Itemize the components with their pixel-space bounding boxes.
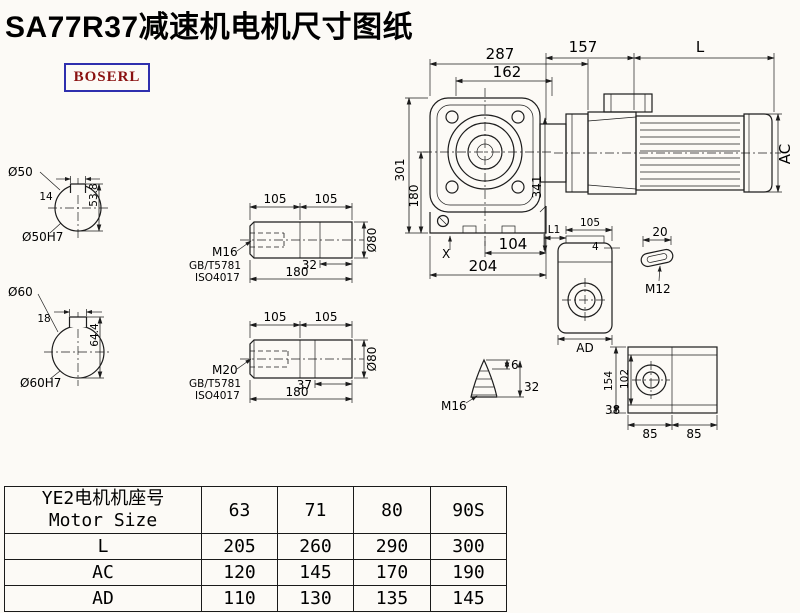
shaft1-length-label: 180 xyxy=(286,265,309,279)
header-size-80: 80 xyxy=(353,486,431,534)
value-AC-90s: 190 xyxy=(430,559,507,586)
shaft-section-50-view: 14 53.8 Ø50 Ø50H7 xyxy=(8,165,108,244)
side-4-label: 4 xyxy=(592,241,599,253)
mounting-foot-view: 154 102 38 85 85 xyxy=(603,346,718,441)
dim-53-8-label: 53.8 xyxy=(88,183,100,206)
table-row-AC: AC 120 145 170 190 xyxy=(4,559,507,586)
key-detail-view: 20 M12 xyxy=(640,225,674,296)
gearbox-side-view: L1 105 4 AD xyxy=(543,217,620,355)
shaft2-std2-label: ISO4017 xyxy=(195,390,240,402)
dim-341-label: 341 xyxy=(530,176,544,199)
shaft2-std1-label: GB/T5781 xyxy=(189,378,241,390)
shaft1-seg-a-label: 105 xyxy=(264,192,287,206)
value-L-90s: 300 xyxy=(430,533,507,560)
header-size-71: 71 xyxy=(277,486,354,534)
dim-287-label: 287 xyxy=(486,45,515,63)
row-label-L: L xyxy=(4,533,202,560)
dim-14-label: 14 xyxy=(39,191,53,203)
header-motor-size-en: Motor Size xyxy=(48,510,158,531)
header-motor-size-cn: YE2电机机座号 xyxy=(41,487,165,509)
shaft1-depth-label: 32 xyxy=(302,258,317,272)
key-m12-label: M12 xyxy=(645,282,671,296)
plug-32-label: 32 xyxy=(524,380,539,394)
plug-m16-label: M16 xyxy=(441,399,467,413)
shaft1-seg-b-label: 105 xyxy=(315,192,338,206)
shaft1-std2-label: ISO4017 xyxy=(195,272,240,284)
foot-85a-label: 85 xyxy=(642,427,657,441)
dim-180-label: 180 xyxy=(407,185,421,208)
motor-cooling-fins xyxy=(640,122,740,187)
bore-60h7-label: Ø60H7 xyxy=(20,376,61,390)
value-AD-63: 110 xyxy=(201,585,278,612)
brand-logo: BOSERL xyxy=(64,63,150,92)
dim-AC-label: AC xyxy=(776,144,794,164)
table-row-L: L 205 260 290 300 xyxy=(4,533,507,560)
dim-157-label: 157 xyxy=(569,38,598,56)
side-L1-label: L1 xyxy=(548,224,561,236)
key-20-label: 20 xyxy=(652,225,667,239)
side-105-label: 105 xyxy=(580,217,600,229)
dia-60-label: Ø60 xyxy=(8,285,33,299)
foot-38-label: 38 xyxy=(605,403,620,417)
motor-size-table: YE2电机机座号 Motor Size 63 71 80 90S L 205 2… xyxy=(4,486,507,612)
shaft2-length-label: 180 xyxy=(286,385,309,399)
foot-102-label: 102 xyxy=(619,369,631,389)
dim-204-label: 204 xyxy=(469,257,498,275)
value-AD-71: 130 xyxy=(277,585,354,612)
row-label-AD: AD xyxy=(4,585,202,612)
output-shaft-view-m16: 105 105 M16 GB/T5781 ISO4017 32 180 Ø80 xyxy=(189,192,379,284)
side-AD-label: AD xyxy=(576,341,593,355)
main-view-dimensions: 287 162 157 L 301 180 341 AC X 104 xyxy=(393,38,794,279)
value-AC-63: 120 xyxy=(201,559,278,586)
dim-64-4-label: 64.4 xyxy=(89,323,101,347)
row-label-AC: AC xyxy=(4,559,202,586)
shaft2-seg-b-label: 105 xyxy=(315,310,338,324)
dia-50-label: Ø50 xyxy=(8,165,33,179)
value-AC-71: 145 xyxy=(277,559,354,586)
dim-162-label: 162 xyxy=(493,63,522,81)
value-AD-90s: 145 xyxy=(430,585,507,612)
dim-18-label: 18 xyxy=(37,313,50,325)
value-L-63: 205 xyxy=(201,533,278,560)
shaft-section-60-view: 18 64.4 Ø60 Ø60H7 xyxy=(8,285,112,390)
shaft2-depth-label: 37 xyxy=(297,378,312,392)
output-shaft-view-m20: 105 105 M20 GB/T5781 ISO4017 37 180 Ø80 xyxy=(189,310,379,403)
shaft2-thread-label: M20 xyxy=(212,363,238,377)
header-motor-size-cell: YE2电机机座号 Motor Size xyxy=(4,486,202,534)
value-AC-80: 170 xyxy=(353,559,431,586)
shaft2-dia-label: Ø80 xyxy=(365,347,379,372)
dim-104-label: 104 xyxy=(499,235,528,253)
shaft2-seg-a-label: 105 xyxy=(264,310,287,324)
header-size-63: 63 xyxy=(201,486,278,534)
page-title: SA77R37减速机电机尺寸图纸 xyxy=(5,11,414,44)
value-L-80: 290 xyxy=(353,533,431,560)
value-L-71: 260 xyxy=(277,533,354,560)
value-AD-80: 135 xyxy=(353,585,431,612)
plug-detail-view: 6 32 M16 xyxy=(441,358,539,413)
foot-154-label: 154 xyxy=(603,371,615,391)
bore-50h7-label: Ø50H7 xyxy=(22,230,63,244)
dim-X-label: X xyxy=(442,247,450,261)
dim-301-label: 301 xyxy=(393,159,407,182)
main-assembly-view xyxy=(423,88,781,246)
shaft1-dia-label: Ø80 xyxy=(365,228,379,253)
header-size-90s: 90S xyxy=(430,486,507,534)
shaft1-std1-label: GB/T5781 xyxy=(189,260,241,272)
shaft1-thread-label: M16 xyxy=(212,245,238,259)
table-header-row: YE2电机机座号 Motor Size 63 71 80 90S xyxy=(4,486,507,534)
brand-logo-text: BOSERL xyxy=(73,69,141,85)
plug-6-label: 6 xyxy=(511,358,519,372)
dim-L-label: L xyxy=(696,38,705,56)
table-row-AD: AD 110 130 135 145 xyxy=(4,585,507,612)
foot-85b-label: 85 xyxy=(686,427,701,441)
